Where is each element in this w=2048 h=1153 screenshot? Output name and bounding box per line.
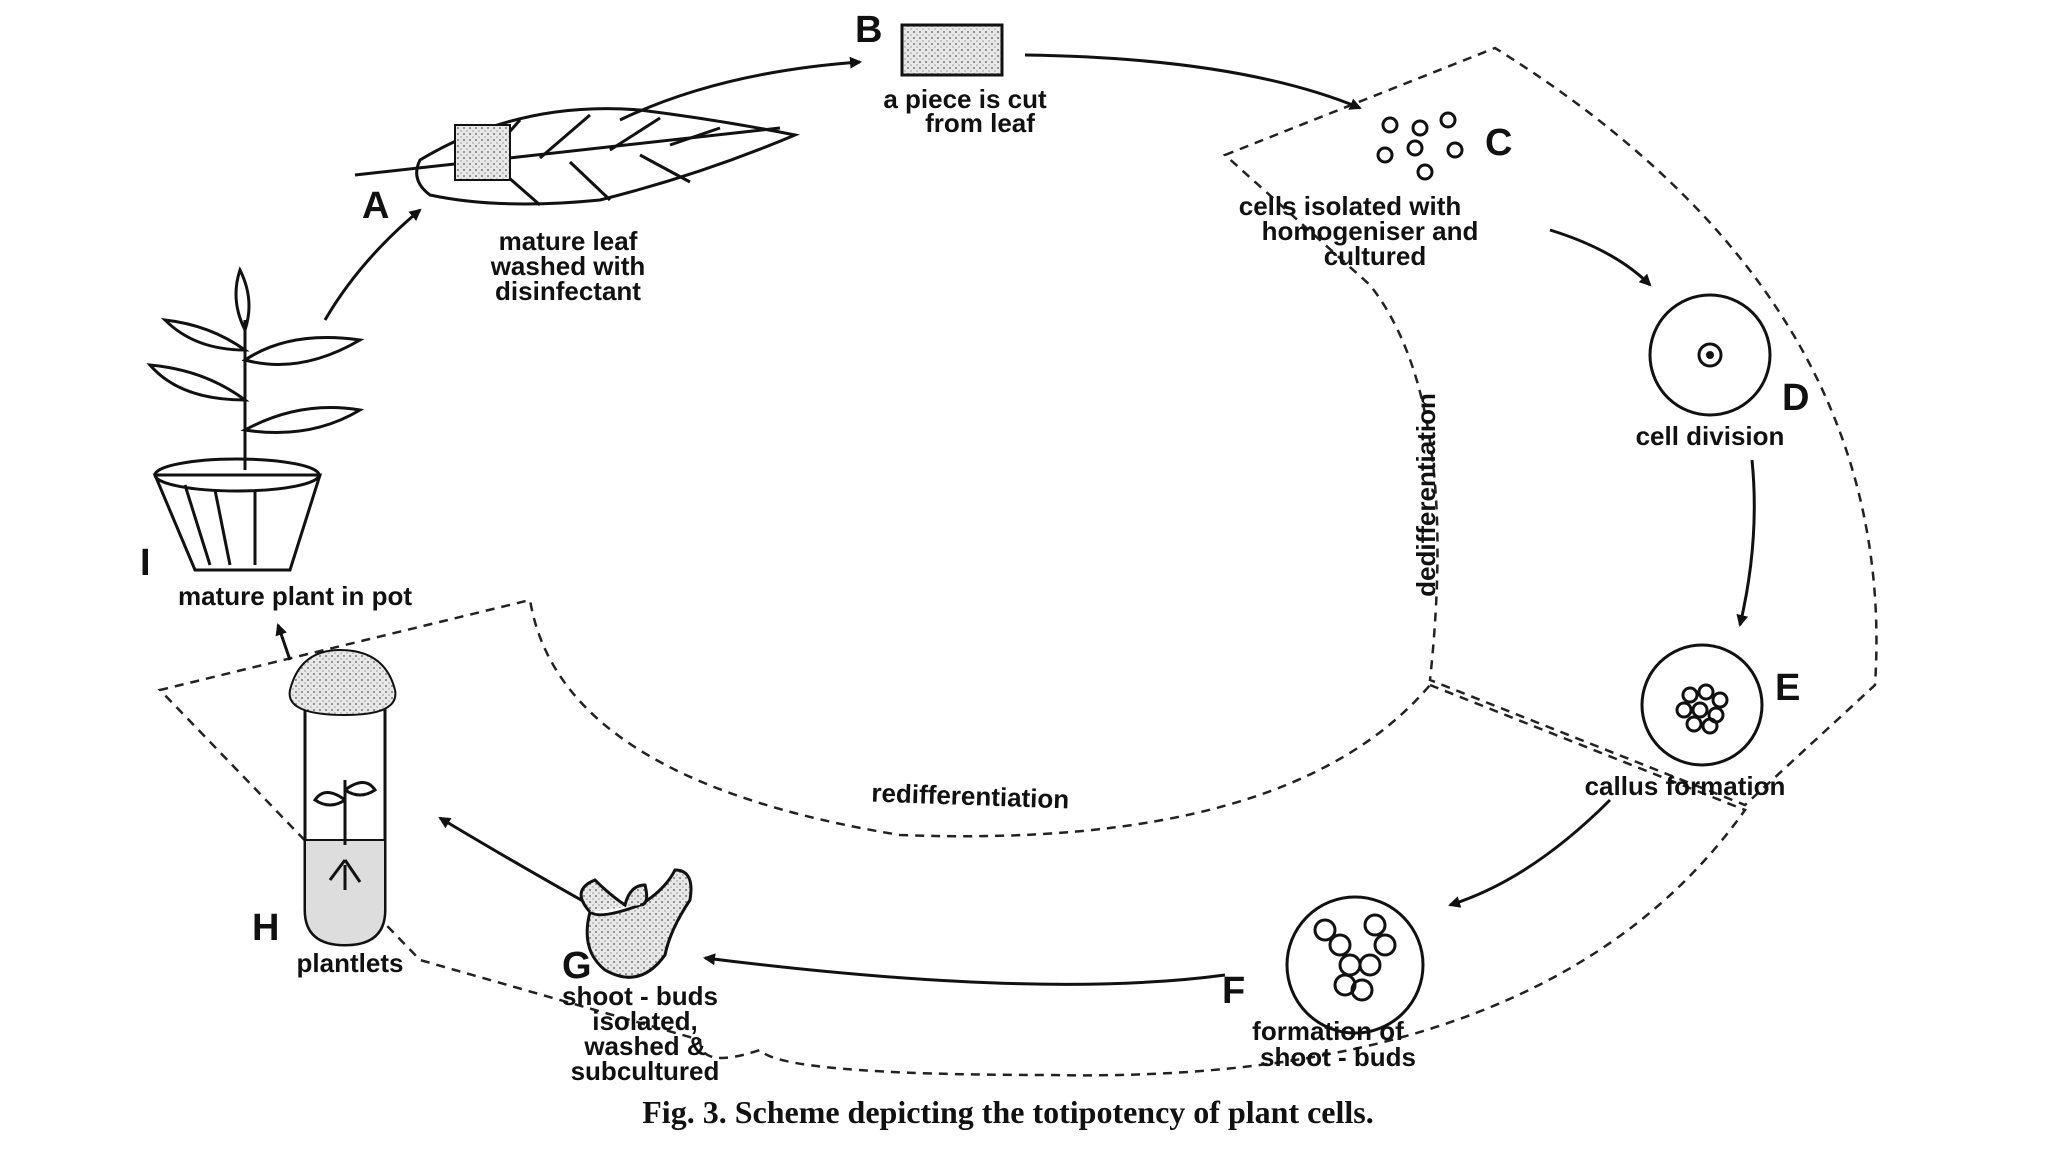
step-g-line-4: subcultured	[571, 1056, 720, 1086]
step-i-line-1: mature plant in pot	[178, 581, 412, 611]
step-g-line-3: washed &	[583, 1031, 705, 1061]
step-letter-i: I	[140, 542, 151, 584]
step-b-description: a piece is cut from leaf	[883, 84, 1047, 138]
arrow-h-to-i	[275, 623, 292, 661]
redifferentiation-region-boundary	[157, 598, 1747, 1077]
cycle-arrows	[275, 53, 1756, 986]
step-letter-g: G	[562, 945, 592, 987]
leaf-illustration	[354, 107, 801, 207]
redifferentiation-label: redifferentiation	[871, 778, 1070, 815]
step-letter-d: D	[1782, 377, 1809, 419]
step-d-description: cell division	[1636, 421, 1785, 451]
step-a-line-2: washed with	[490, 251, 646, 281]
step-a-line-1: mature leaf	[499, 226, 638, 256]
arrow-e-to-f	[1448, 798, 1612, 908]
shoot-bud-cluster	[579, 868, 693, 979]
dedifferentiation-label: dedifferentiation	[1411, 393, 1441, 597]
isolated-cells-icon	[1376, 111, 1464, 181]
step-letter-f: F	[1222, 970, 1245, 1012]
leaf-piece-square	[900, 23, 1004, 77]
step-letter-a: A	[362, 185, 389, 227]
step-e-description: callus formation	[1585, 771, 1786, 801]
step-a-line-3: disinfectant	[495, 276, 641, 306]
figure-caption: Fig. 3. Scheme depicting the totipotency…	[642, 1094, 1373, 1130]
step-e-line-1: callus formation	[1585, 771, 1786, 801]
step-f-description: formation of shoot - buds	[1252, 1016, 1416, 1072]
step-h-description: plantlets	[297, 948, 404, 978]
arrow-a-to-b	[619, 56, 862, 122]
step-c-line-3: cultured	[1324, 241, 1427, 271]
callus-formation-dish	[1640, 643, 1764, 767]
cell-division-dish	[1648, 293, 1772, 417]
step-b-line-2: from leaf	[925, 108, 1035, 138]
shoot-bud-dish	[1285, 895, 1425, 1035]
step-g-description: shoot - buds isolated, washed & subcultu…	[562, 981, 719, 1086]
arrow-b-to-c	[1024, 53, 1362, 110]
arrow-i-to-a	[323, 208, 422, 321]
potted-plant	[146, 266, 365, 572]
arrow-c-to-d	[1549, 228, 1652, 287]
step-letter-c: C	[1485, 122, 1512, 164]
dedifferentiation-region-boundary	[1222, 46, 1878, 807]
step-c-line-2: homogeniser and	[1262, 216, 1479, 246]
arrow-d-to-e	[1736, 459, 1756, 627]
step-c-description: cells isolated with homogeniser and cult…	[1239, 191, 1479, 271]
step-d-line-1: cell division	[1636, 421, 1785, 451]
step-a-description: mature leaf washed with disinfectant	[490, 226, 646, 306]
step-f-line-1: formation of	[1252, 1016, 1404, 1046]
step-b-line-1: a piece is cut	[883, 84, 1047, 114]
step-letter-e: E	[1775, 667, 1800, 709]
step-c-line-1: cells isolated with	[1239, 191, 1462, 221]
step-letter-b: B	[855, 9, 882, 51]
step-h-line-1: plantlets	[297, 948, 404, 978]
step-f-line-2: shoot - buds	[1260, 1042, 1416, 1072]
arrow-g-to-h	[438, 816, 591, 907]
step-g-line-2: isolated,	[592, 1006, 697, 1036]
step-i-description: mature plant in pot	[178, 581, 412, 611]
arrow-f-to-g	[703, 953, 1226, 986]
test-tube-plantlet	[288, 648, 397, 947]
step-letter-h: H	[252, 907, 279, 949]
step-g-line-1: shoot - buds	[562, 981, 718, 1011]
